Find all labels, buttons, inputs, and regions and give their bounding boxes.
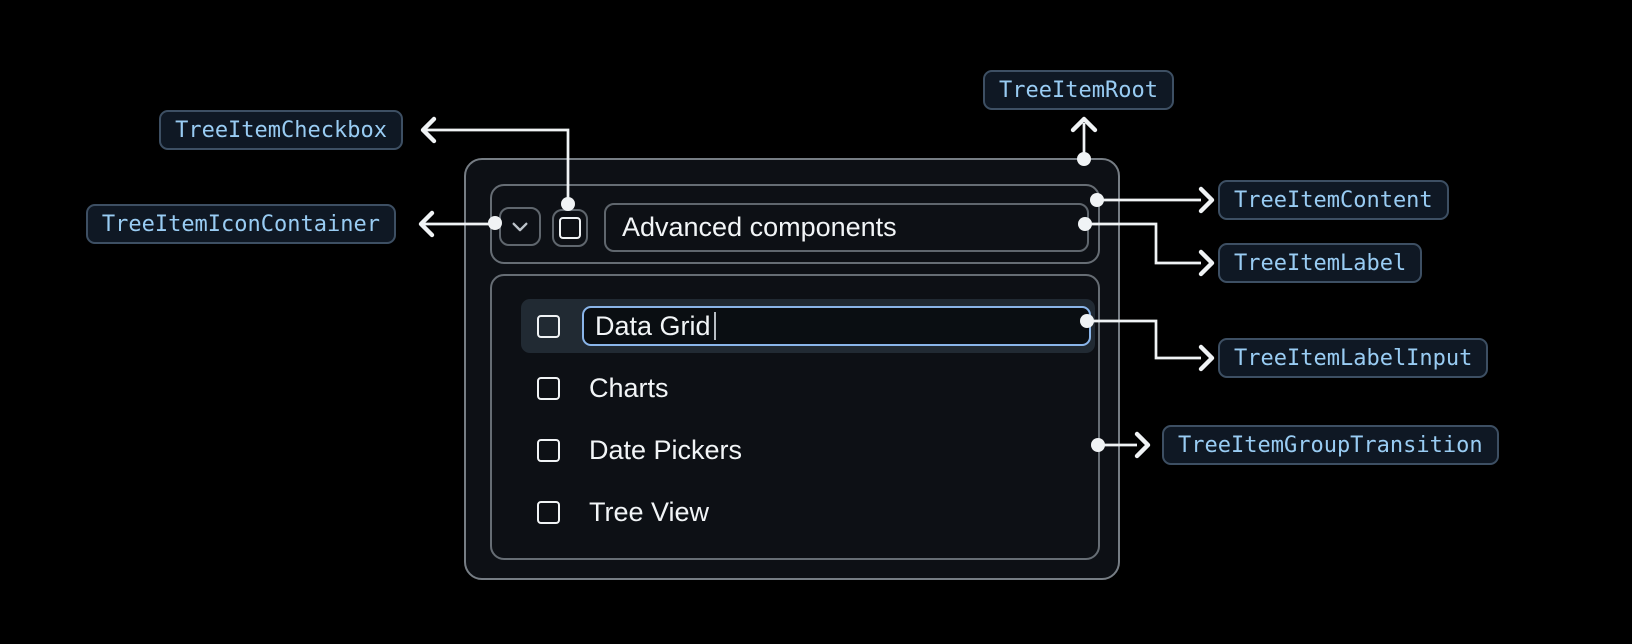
arrowhead-right-icon: [1198, 344, 1215, 372]
tree-item-group-transition-box: Data Grid Charts Date Pickers Tree View: [490, 274, 1100, 560]
arrowhead-left-icon: [418, 210, 435, 238]
tree-item-label-text: Date Pickers: [589, 434, 743, 465]
text-caret: [713, 312, 716, 340]
tree-row[interactable]: Tree View: [521, 485, 1095, 539]
tree-item-root-box: Advanced components Data Grid Charts Dat…: [464, 158, 1120, 580]
tree-item-icon-container-box[interactable]: [499, 207, 541, 246]
checkbox-icon[interactable]: [537, 314, 560, 338]
annotation-tree-item-label-input: TreeItemLabelInput: [1218, 338, 1489, 378]
annotation-tree-item-label: TreeItemLabel: [1218, 243, 1423, 283]
checkbox-icon[interactable]: [537, 438, 560, 462]
tree-item-label-box: Advanced components: [604, 203, 1089, 252]
checkbox-icon[interactable]: [537, 500, 560, 524]
tree-item-content-box[interactable]: Advanced components: [490, 184, 1100, 264]
annotation-tree-item-group-transition: TreeItemGroupTransition: [1162, 425, 1499, 465]
annotation-tree-item-root: TreeItemRoot: [983, 70, 1174, 110]
annotation-text: TreeItemGroupTransition: [1178, 432, 1483, 458]
annotation-text: TreeItemIconContainer: [101, 211, 380, 237]
annotation-text: TreeItemLabelInput: [1234, 345, 1473, 371]
tree-row[interactable]: Date Pickers: [521, 423, 1095, 477]
annotation-tree-item-content: TreeItemContent: [1218, 180, 1449, 220]
tree-item-label-input[interactable]: Data Grid: [582, 306, 1091, 346]
label-input-value: Data Grid: [595, 310, 711, 341]
chevron-down-icon: [512, 222, 528, 232]
tree-item-label-text: Tree View: [589, 496, 710, 527]
annotation-tree-item-icon-container: TreeItemIconContainer: [85, 204, 396, 244]
tree-row[interactable]: Charts: [521, 361, 1095, 415]
checkbox-icon[interactable]: [559, 217, 581, 239]
annotation-tree-item-checkbox: TreeItemCheckbox: [159, 110, 403, 150]
arrowhead-right-icon: [1198, 186, 1215, 214]
arrowhead-left-icon: [420, 116, 437, 144]
annotation-text: TreeItemLabel: [1234, 250, 1407, 276]
tree-item-label-text: Charts: [589, 372, 669, 403]
annotation-text: TreeItemCheckbox: [175, 117, 387, 143]
arrowhead-right-icon: [1198, 249, 1215, 277]
tree-item-checkbox-container[interactable]: [552, 209, 588, 247]
tree-row-editing[interactable]: Data Grid: [521, 299, 1095, 353]
checkbox-icon[interactable]: [537, 376, 560, 400]
arrowhead-right-icon: [1134, 431, 1151, 459]
annotation-text: TreeItemContent: [1234, 187, 1433, 213]
tree-item-label-text: Advanced components: [622, 212, 897, 242]
arrowhead-up-icon: [1070, 116, 1098, 133]
annotation-text: TreeItemRoot: [999, 77, 1158, 103]
